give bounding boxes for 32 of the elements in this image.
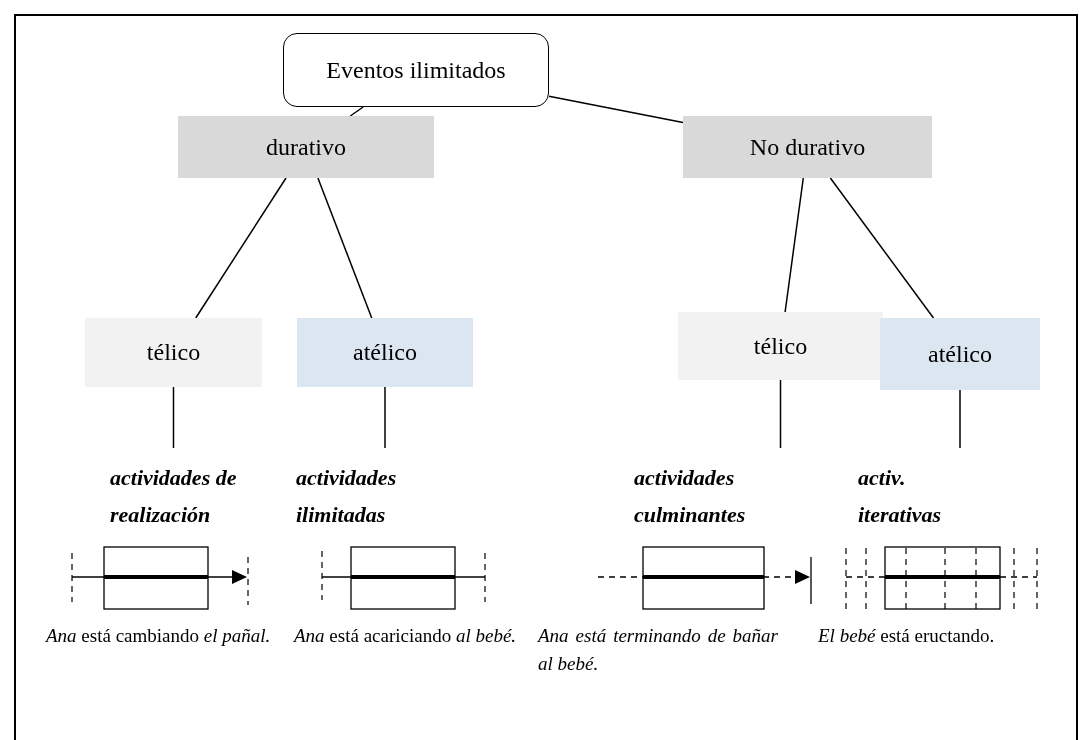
example-sentence: Ana está cambiando el pañal. xyxy=(46,624,272,648)
connector-line xyxy=(829,177,935,319)
root-box xyxy=(283,33,549,107)
category-box xyxy=(683,116,932,178)
activity-type-label: activ. iterativas xyxy=(858,463,943,529)
connector-line xyxy=(784,177,805,313)
example-sentence: Ana está acariciando al bebé. xyxy=(294,624,518,648)
connector-line xyxy=(959,389,961,449)
category-label: télico xyxy=(753,332,808,360)
connector-line xyxy=(317,177,373,319)
connector-line xyxy=(195,177,287,319)
activity-type-label: actividades ilimitadas xyxy=(296,463,398,529)
example-sentence: Ana está terminando de bañar al bebé. xyxy=(538,624,778,676)
category-label: atélico xyxy=(353,339,417,366)
category-box xyxy=(178,116,434,178)
activity-type-label: actividades de realización xyxy=(110,463,238,529)
category-label: télico xyxy=(146,339,201,366)
category-box xyxy=(297,318,473,387)
connector-line xyxy=(779,379,782,449)
connector-line xyxy=(548,95,684,124)
category-label: durativo xyxy=(266,133,346,161)
activity-type-label: actividades culminantes xyxy=(634,463,747,529)
category-box xyxy=(85,318,262,387)
category-label: atélico xyxy=(928,340,992,368)
connector-line xyxy=(172,386,175,449)
category-box xyxy=(880,318,1040,390)
category-label: No durativo xyxy=(749,133,866,161)
example-sentence: El bebé está eructando. xyxy=(818,624,996,648)
category-box xyxy=(678,312,883,380)
connector-line xyxy=(384,386,386,449)
connector-line xyxy=(349,106,364,117)
category-label: Eventos ilimitados xyxy=(326,56,506,84)
